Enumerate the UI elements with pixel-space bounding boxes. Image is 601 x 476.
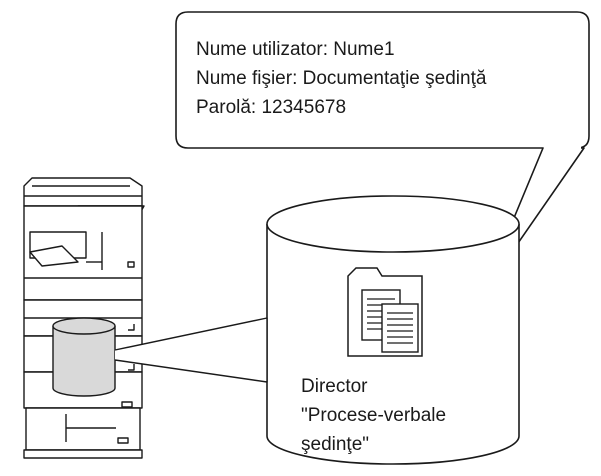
callout-line-password: Parolă: 12345678 [196,97,346,118]
callout-line-user: Nume utilizator: Nume1 [196,39,395,60]
folder-label-line-2: "Procese-verbale [301,405,446,426]
callout-line-file: Nume fişier: Documentaţie şedinţă [196,68,487,89]
callout-bubble [175,11,590,296]
folder-label-line-1: Director [301,376,368,397]
folder-label-line-3: şedinţe" [301,434,369,455]
folder-with-documents-icon [347,267,423,357]
connector-lines [114,317,268,383]
internal-storage-icon [52,317,116,397]
speech-callout: Nume utilizator: Nume1 Nume fişier: Docu… [175,11,590,296]
